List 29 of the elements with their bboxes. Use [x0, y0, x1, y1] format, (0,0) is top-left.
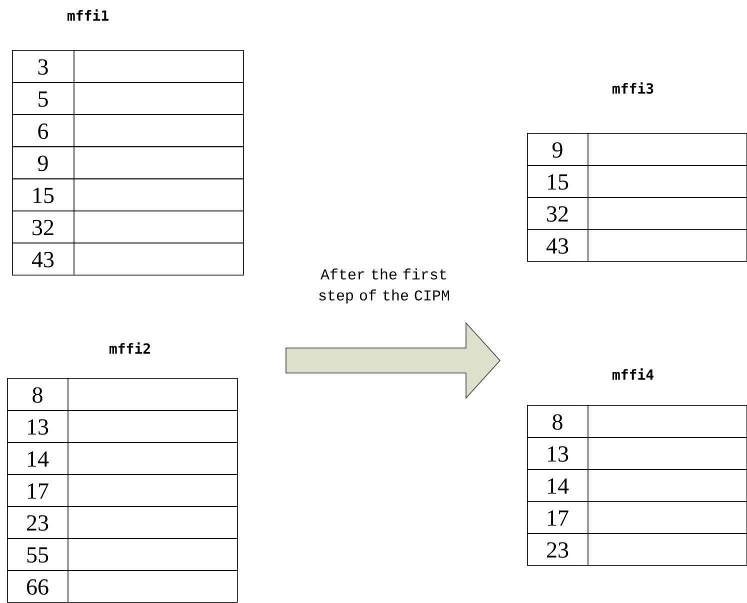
table-row: 3	[12, 50, 244, 83]
table-row: 43	[12, 242, 244, 276]
table-row: 9	[527, 132, 747, 166]
table-row: 14	[7, 442, 238, 475]
table-row: 6	[12, 114, 244, 148]
table-row: 13	[7, 410, 238, 443]
table-row: 13	[527, 436, 747, 470]
table-row: 66	[7, 570, 238, 603]
table-row: 17	[7, 474, 238, 507]
table-row: 14	[527, 468, 747, 502]
table: mffi4 8 13 14 17 23	[527, 368, 747, 566]
table-row: 55	[7, 538, 238, 571]
table-row: 15	[527, 164, 747, 198]
arrow-caption: After the first step of the CIPM	[319, 268, 450, 304]
table: mffi3 9 15 32 43	[527, 82, 747, 262]
table-row: 23	[527, 532, 747, 566]
table: mffi1 3 5 6 9 15 32 43	[12, 9, 244, 276]
table-row: 23	[7, 506, 238, 539]
table-row: 8	[7, 378, 238, 411]
table: mffi2 8 13 14 17 23 55 66	[7, 342, 238, 603]
table-row: 5	[12, 82, 244, 115]
table-row: 43	[527, 228, 747, 262]
table-row: 15	[12, 178, 244, 212]
table-row: 32	[527, 196, 747, 230]
table-row: 8	[527, 404, 747, 438]
table-row: 32	[12, 210, 244, 244]
block-arrow	[286, 322, 501, 400]
table-row: 17	[527, 500, 747, 534]
table-row: 9	[12, 146, 244, 180]
